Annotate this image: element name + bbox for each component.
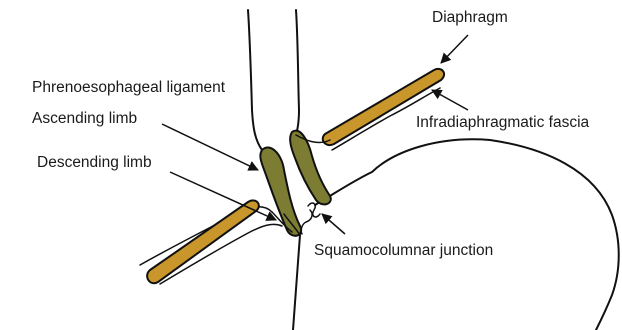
diaphragm-right [323, 69, 444, 150]
label-infradiaphragmatic-fascia: Infradiaphragmatic fascia [416, 114, 590, 131]
arrow-infradiaphragmatic-fascia [432, 90, 468, 110]
arrow-ascending-limb [162, 124, 258, 170]
label-descending-limb: Descending limb [37, 154, 152, 171]
label-ascending-limb: Ascending limb [32, 110, 137, 127]
arrow-squamocolumnar-junction [322, 214, 345, 234]
stomach-outline [293, 139, 619, 330]
label-phrenoesophageal-ligament: Phrenoesophageal ligament [32, 79, 226, 96]
arrow-diaphragm [441, 35, 468, 63]
label-squamocolumnar-junction: Squamocolumnar junction [314, 242, 493, 259]
esophagus [248, 10, 299, 150]
arrow-descending-limb [170, 172, 276, 220]
label-diaphragm: Diaphragm [432, 9, 508, 26]
